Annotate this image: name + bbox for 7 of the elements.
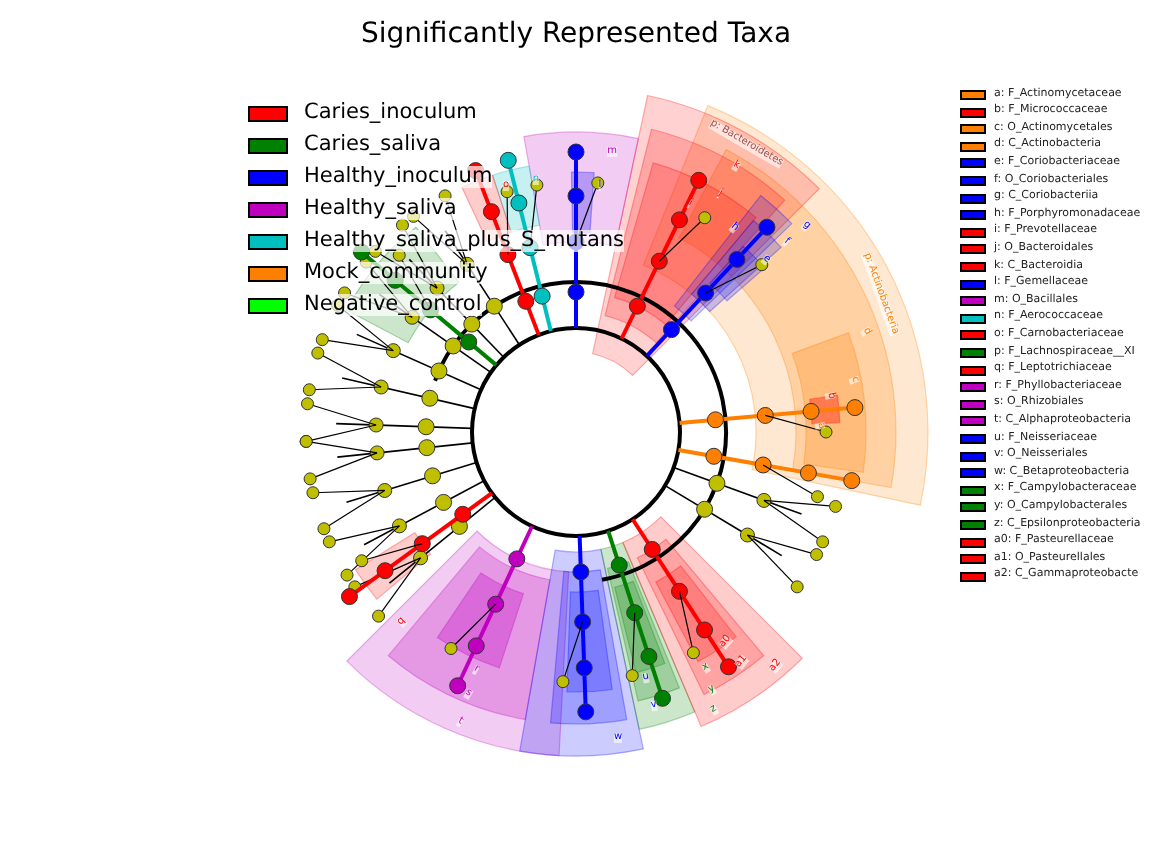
- legend-label: Healthy_saliva_plus_S_mutans: [304, 230, 625, 251]
- legend-label: Caries_saliva: [304, 134, 442, 155]
- legend-label: Healthy_inoculum: [304, 166, 493, 187]
- legend-label: Mock_community: [304, 262, 488, 283]
- legend-label: Negative_control: [304, 294, 482, 315]
- legend-label: Healthy_saliva: [304, 198, 457, 219]
- legend-label: Caries_inoculum: [304, 102, 477, 123]
